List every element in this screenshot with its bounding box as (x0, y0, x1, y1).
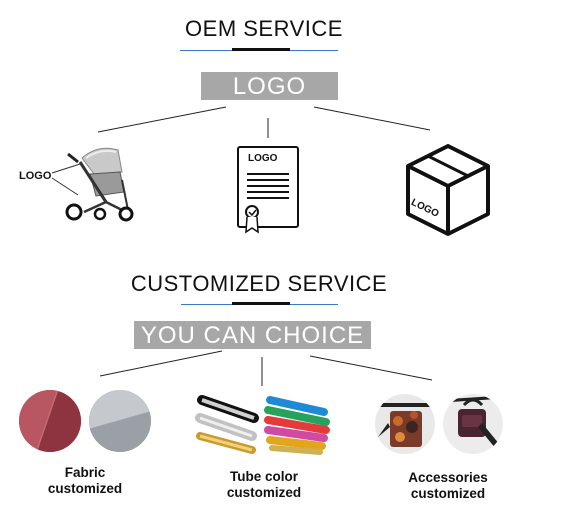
accessories-organizer-icon (375, 394, 435, 454)
oem-service-title: OEM SERVICE (185, 16, 343, 41)
oem-logo-banner: LOGO (201, 72, 338, 100)
certificate-logo-label: LOGO (248, 153, 278, 164)
accessories-caption-line2: customized (410, 486, 486, 501)
oem-title-underline-accent (232, 48, 290, 51)
customized-title-underline-accent (232, 302, 290, 305)
fabric-swatch-gray-icon (89, 390, 151, 452)
tube-color-multicolor-icon (264, 396, 330, 455)
tube-color-silver-icon (195, 395, 259, 454)
tube-color-caption-line2: customized (226, 485, 302, 500)
fabric-caption: Fabric customized (30, 465, 140, 497)
fabric-swatch-red-icon (19, 390, 81, 452)
tube-color-caption: Tube color customized (206, 469, 322, 501)
customized-service-title: CUSTOMIZED SERVICE (130, 271, 388, 296)
accessories-caption-line1: Accessories (408, 470, 488, 485)
fabric-caption-line2: customized (47, 481, 123, 496)
you-can-choice-banner: YOU CAN CHOICE (134, 321, 371, 349)
box-icon (406, 144, 490, 236)
stroller-logo-label: LOGO (19, 170, 52, 182)
tube-color-caption-line1: Tube color (229, 469, 298, 484)
accessories-bag-icon (443, 394, 503, 454)
fabric-caption-line1: Fabric (64, 465, 106, 480)
stroller-icon (51, 147, 134, 222)
certificate-icon (237, 146, 299, 234)
accessories-caption: Accessories customized (392, 470, 504, 502)
